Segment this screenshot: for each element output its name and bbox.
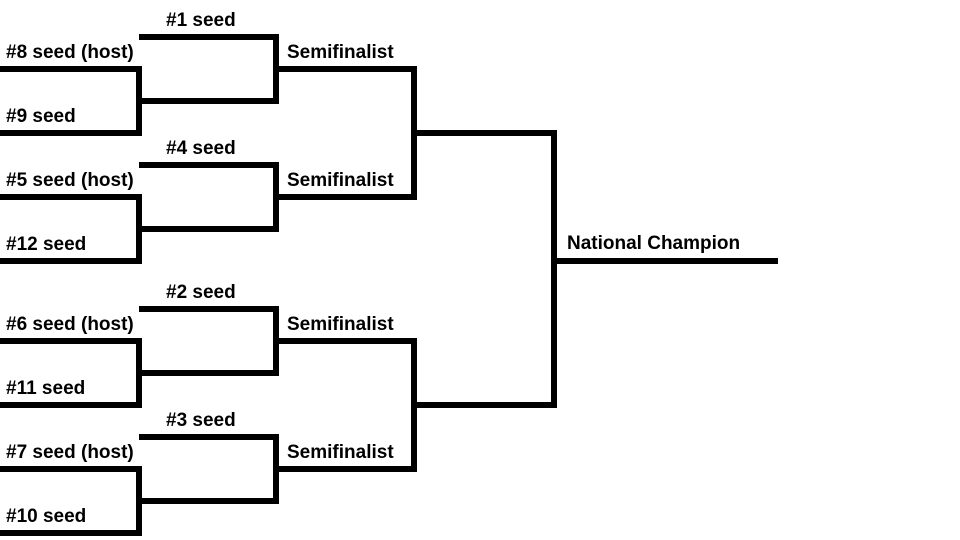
bye-seed-2-label: #2 seed	[166, 282, 236, 303]
national-champion-label: National Champion	[567, 233, 740, 254]
first-round-1-top-label: #8 seed (host)	[6, 42, 134, 63]
semifinalist-2-label: Semifinalist	[287, 170, 394, 191]
quarterfinal-4-bracket-line	[139, 434, 279, 504]
first-round-2-bottom-label: #12 seed	[6, 234, 86, 255]
bracket-labels: #8 seed (host) #9 seed #5 seed (host) #1…	[6, 10, 740, 527]
first-round-3-bottom-label: #11 seed	[6, 378, 85, 399]
first-round-2-top-label: #5 seed (host)	[6, 170, 134, 191]
semifinalist-3-label: Semifinalist	[287, 314, 394, 335]
first-round-4-top-label: #7 seed (host)	[6, 442, 134, 463]
bye-seed-3-label: #3 seed	[166, 410, 236, 431]
quarterfinal-3-bracket-line	[139, 306, 279, 376]
semifinalist-1-label: Semifinalist	[287, 42, 394, 63]
first-round-4-bottom-label: #10 seed	[6, 506, 86, 527]
quarterfinal-1-bracket-line	[139, 34, 279, 104]
first-round-3-top-label: #6 seed (host)	[6, 314, 134, 335]
bye-seed-1-label: #1 seed	[166, 10, 236, 31]
bye-seed-4-label: #4 seed	[166, 138, 236, 159]
final-bracket-line	[414, 130, 557, 408]
bracket-lines	[0, 34, 778, 536]
first-round-1-bottom-label: #9 seed	[6, 106, 76, 127]
semifinalist-4-label: Semifinalist	[287, 442, 394, 463]
quarterfinal-2-bracket-line	[139, 162, 279, 232]
